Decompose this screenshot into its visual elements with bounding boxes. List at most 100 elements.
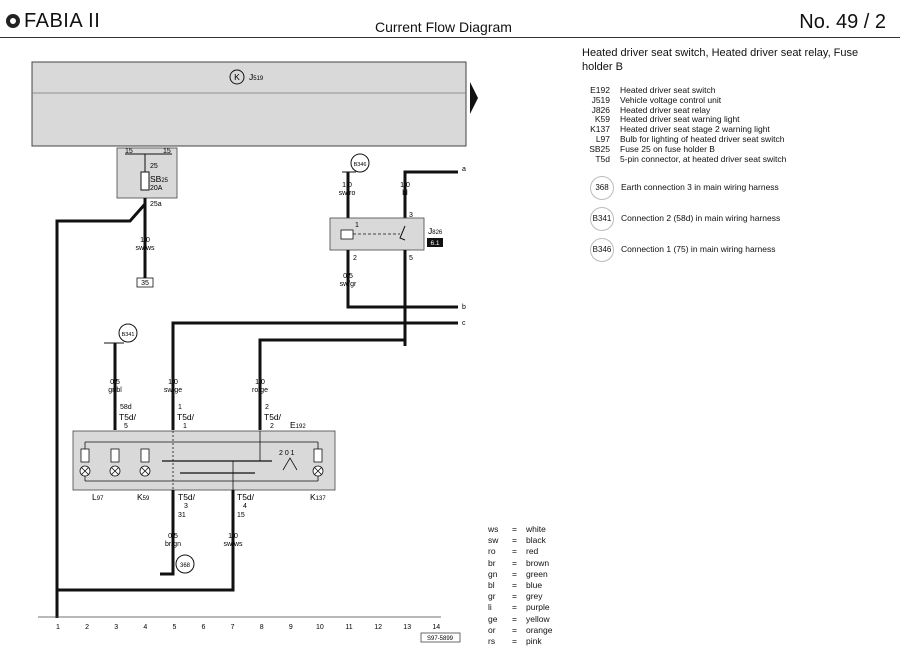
figure-ref: S97-5899	[427, 636, 454, 642]
legend-code: J826	[591, 104, 610, 115]
connection-circle-icon: 368	[590, 176, 614, 200]
conn-p4-pin: 4	[243, 503, 247, 510]
equals-sign: =	[512, 624, 517, 635]
relay-label: J826	[428, 226, 443, 236]
fuse-terminal-right: 15	[163, 148, 171, 155]
wire-color-name: pink	[526, 635, 542, 646]
figure-ref-box	[420, 632, 461, 643]
equals-sign: =	[512, 546, 517, 557]
k-terminal-icon	[229, 69, 245, 85]
legend-desc: Bulb for lighting of heated driver seat …	[620, 133, 785, 144]
wire-color-name: brown	[526, 557, 550, 568]
connection-circle-icon: B341	[590, 207, 614, 231]
edge-ref-b: b	[462, 304, 466, 311]
conn-p5-name: T5d/	[119, 412, 137, 422]
wire-pin2-size: 1,0	[255, 379, 265, 386]
legend-desc: Heated driver seat warning light	[620, 114, 740, 125]
fuse-rating: 20A	[150, 185, 163, 192]
grid-number: 14	[432, 624, 440, 631]
relay-pin-3: 3	[409, 212, 413, 219]
resistor-icon	[313, 448, 323, 463]
relay-pin-2: 2	[353, 255, 357, 262]
wire-color-abbr: ro	[488, 546, 496, 557]
conn-p2-fn: 2	[265, 404, 269, 411]
continuation-arrow-icon	[470, 82, 478, 114]
equals-sign: =	[512, 613, 517, 624]
b341-label: B341	[122, 332, 135, 338]
legend-desc: Fuse 25 on fuse holder B	[620, 143, 715, 154]
header-divider	[0, 37, 900, 38]
ref-box-35	[136, 277, 154, 288]
legend-code: L97	[595, 133, 610, 144]
switch-label: E192	[290, 420, 306, 430]
grid-number: 3	[114, 624, 118, 631]
legend-code: K59	[594, 114, 610, 125]
equals-sign: =	[512, 568, 517, 579]
bulb-icon	[312, 465, 324, 477]
legend-desc: 5-pin connector, at heated driver seat s…	[620, 153, 787, 164]
wire-relay-in-color: sw/ro	[339, 190, 356, 197]
connection-circle-icon: B346	[590, 238, 614, 262]
model-name: FABIA II	[24, 10, 101, 32]
equals-sign: =	[512, 579, 517, 590]
control-unit-box	[31, 61, 467, 147]
ground-connection-icon	[175, 554, 195, 574]
diagram-number: No. 49 / 2	[799, 11, 886, 33]
conn-p2-name: T5d/	[264, 412, 282, 422]
conn-p1-pin: 1	[183, 423, 187, 430]
wire-pin4-color: sw/ws	[223, 541, 243, 548]
legend-desc: Heated driver seat relay	[620, 104, 711, 115]
conn-p1-name: T5d/	[177, 412, 195, 422]
wire-color-abbr: li	[488, 602, 492, 613]
wire-relay-in-size: 1,0	[342, 182, 352, 189]
j519-label: J519	[249, 72, 264, 82]
wire-color-abbr: or	[488, 624, 496, 635]
wire-pin3-size: 0,5	[168, 533, 178, 540]
wire-color-name: red	[526, 546, 539, 557]
equals-sign: =	[512, 591, 517, 602]
legend-code: K137	[590, 124, 610, 135]
ref-35: 35	[141, 280, 149, 287]
wire-color-abbr: sw	[488, 535, 499, 546]
grid-number: 6	[202, 624, 206, 631]
k59-label: K59	[137, 492, 150, 502]
conn-p5-fn: 58d	[120, 404, 132, 411]
wire-pin4-size: 1,0	[228, 533, 238, 540]
wire-color-name: white	[526, 524, 546, 534]
wire-color-abbr: br	[488, 557, 496, 568]
legend-code: E192	[590, 85, 610, 95]
wire-relay-out-color: sw/gr	[340, 281, 357, 288]
wire-color-abbr: gn	[488, 568, 498, 579]
fuse-out-pin: 25a	[150, 201, 162, 208]
wire-relay-sw-size: 1,0	[400, 182, 410, 189]
edge-ref-c: c	[462, 320, 466, 327]
wire-color-name: yellow	[526, 613, 550, 624]
switch-positions: 2 0 1	[279, 450, 295, 457]
wire-pin2-color: ro/ge	[252, 387, 268, 394]
wire-color-name: green	[526, 568, 548, 579]
resistor-icon	[80, 448, 90, 463]
relay-tag: 6.1	[430, 240, 439, 247]
legend-desc: Heated driver seat switch	[620, 85, 716, 95]
wire-color-name: grey	[526, 591, 543, 602]
wire-fuse-to-switch-feed	[55, 198, 147, 618]
wire-pin1-size: 1,0	[168, 379, 178, 386]
equals-sign: =	[512, 535, 517, 546]
fuse-terminal-left: 15	[125, 148, 133, 155]
grid-number: 8	[260, 624, 264, 631]
wire-relay-sw-color: bl	[402, 190, 408, 197]
wire-color-abbr: gr	[488, 591, 496, 602]
bulb-icon	[109, 465, 121, 477]
relay-pin-5: 5	[409, 255, 413, 262]
relay-coil-icon	[340, 229, 354, 240]
resistor-icon	[110, 448, 120, 463]
conn-p4-name: T5d/	[237, 492, 255, 502]
grid-number: 11	[345, 624, 352, 631]
k137-label: K137	[310, 492, 326, 502]
legend-desc: Heated driver seat stage 2 warning light	[620, 124, 770, 135]
connection-desc: Connection 2 (58d) in main wiring harnes…	[621, 213, 781, 223]
wire-pin5-color: gr/bl	[108, 387, 122, 394]
grid-number: 7	[231, 624, 235, 631]
bulb-icon	[139, 465, 151, 477]
grid-number: 13	[403, 624, 411, 631]
